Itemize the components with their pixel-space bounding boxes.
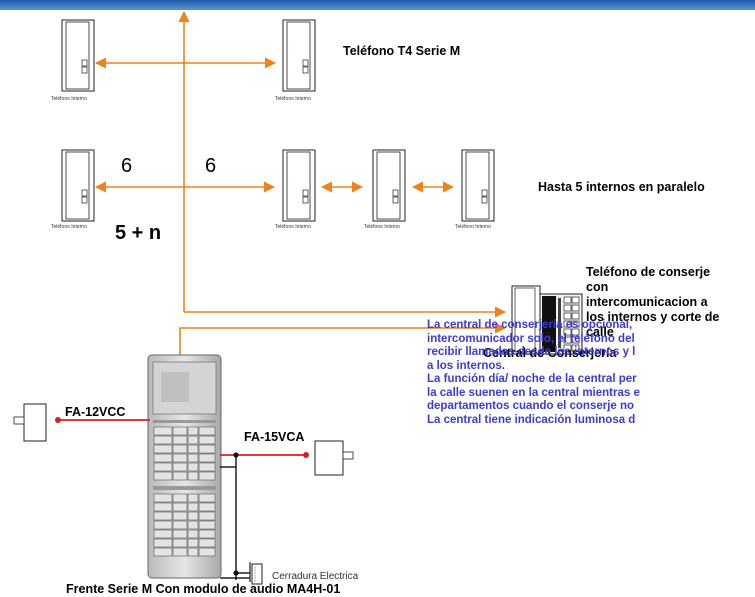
lock-wire-node (233, 570, 239, 576)
phone-caption: Teléfono Interno (364, 224, 400, 230)
note-line: intercomunicador solo, el teléfono del (427, 332, 635, 345)
wire-count-label: 6 (205, 155, 217, 177)
conserje-console-icon (511, 285, 583, 355)
fa12-label: FA-12VCC (65, 405, 126, 419)
wire-count-label: 6 (121, 155, 133, 177)
conserje-label-line: calle (586, 325, 614, 339)
entry-panel-icon (147, 354, 222, 579)
note-line: La central de conserjería es opcional, (427, 319, 633, 331)
conserjeria-note: La central de conserjería es opcional, i… (427, 319, 755, 427)
phone-caption: Teléfono Interno (455, 224, 491, 230)
electric-lock-icon (249, 562, 263, 585)
cerradura-label: Cerradura Electrica (272, 571, 359, 582)
phone-caption: Teléfono Interno (51, 96, 87, 102)
lock-wire-node (233, 452, 239, 458)
phone-icon (282, 149, 316, 222)
conserje-label-line: intercomunicacion a (586, 295, 708, 309)
lock-wiring (220, 455, 250, 580)
power-supply-fa12-icon (13, 403, 47, 442)
phone-caption: Teléfono Interno (51, 224, 87, 230)
telefono-t4-label: Teléfono T4 Serie M (343, 44, 461, 58)
conserje-label-line: los internos y corte de (586, 310, 720, 324)
phone-caption: Teléfono Interno (275, 224, 311, 230)
phone-icon (372, 149, 406, 222)
phone-icon (61, 149, 95, 222)
conserje-label-line: con (586, 280, 609, 294)
phone-icon (61, 19, 95, 92)
phone-icon (282, 19, 316, 92)
wire-formula-label: 5 + n (115, 222, 162, 244)
fa15-wire-node (303, 452, 309, 458)
note-line: la calle suenen en la central mientras e (427, 386, 640, 399)
power-supply-fa15-icon (314, 440, 354, 476)
phone-icon (461, 149, 495, 222)
frente-label: Frente Serie M Con modulo de audio MA4H-… (66, 582, 341, 596)
panel-to-conserje-wire (179, 322, 507, 355)
fa12-wire-node (55, 417, 61, 423)
note-line: La central tiene indicación luminosa d (427, 413, 636, 426)
phone-caption: Teléfono Interno (275, 96, 311, 102)
note-line: a los internos. (427, 359, 505, 372)
note-line: La función día/ noche de la central per (427, 373, 637, 385)
fa15-label: FA-15VCA (244, 430, 305, 444)
note-line: recibir llamadas desde los internos y l (427, 346, 636, 358)
central-conserjeria-label: Central de Conserjería (483, 346, 617, 360)
hasta-5-internos-label: Hasta 5 internos en paralelo (538, 180, 705, 194)
note-line: departamentos cuando el conserje no (427, 400, 635, 412)
top-bar (0, 0, 755, 10)
conserje-label-line: Teléfono de conserje (586, 265, 711, 279)
